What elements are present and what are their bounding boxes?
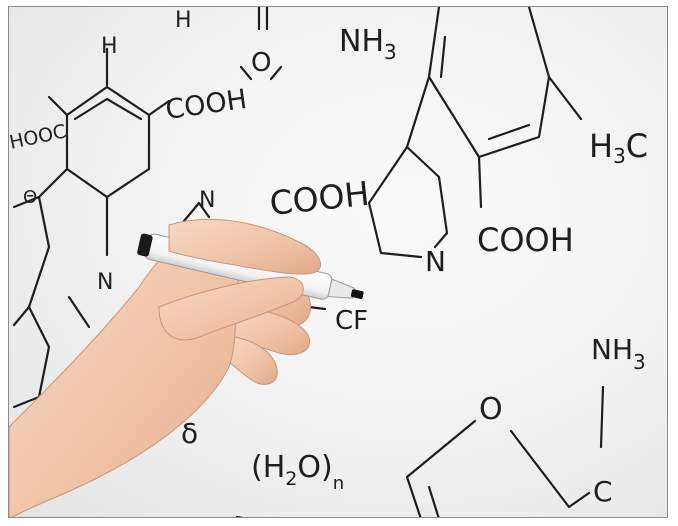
bond-line — [547, 75, 583, 121]
bond-line — [477, 155, 483, 209]
bond-line — [599, 385, 605, 449]
atom-label-n: N — [425, 245, 446, 278]
ring-inner-bond — [73, 97, 143, 121]
atom-label-n: N — [97, 270, 113, 295]
bottom-molecule — [405, 419, 591, 517]
ring-bond — [367, 145, 423, 259]
ring-inner-bond — [487, 123, 531, 141]
marker-tip-cone — [327, 278, 356, 299]
marker-cap — [137, 233, 153, 257]
finger — [222, 336, 278, 385]
bond-line — [239, 65, 253, 81]
atom-label-o: O — [251, 48, 271, 78]
atom-label-c: C — [593, 475, 613, 508]
bond-line — [12, 195, 41, 209]
left-molecule — [12, 47, 211, 409]
ring-bond — [405, 145, 449, 249]
atom-label-h: H — [101, 34, 118, 59]
bond-line — [405, 75, 431, 149]
group-label-cooh: COOH — [477, 221, 574, 259]
right-molecule — [367, 7, 583, 259]
bond-line — [269, 65, 283, 81]
ring-bond — [405, 419, 477, 517]
ring-inner-bond — [439, 35, 447, 79]
group-label-h3c: H3C — [589, 127, 648, 168]
group-label-cooh: COOH — [164, 84, 249, 126]
group-label-cf: CF — [335, 306, 368, 336]
bond-line — [67, 295, 91, 329]
group-label-nh3: NH3 — [591, 333, 646, 374]
whiteboard-photo: H HOOC Θ COOH H N N O NH3 H3C N COOH COO… — [8, 6, 668, 518]
atom-label-o: O — [479, 392, 503, 427]
group-label-cooh: COOH — [268, 174, 371, 223]
group-label-hooc: HOOC — [9, 120, 68, 153]
formula-label-h2o: (H2O)n — [251, 450, 344, 494]
bond-line — [427, 485, 440, 517]
bond-line — [47, 95, 69, 117]
bond-line — [177, 201, 211, 229]
atom-label-h: H — [175, 8, 192, 33]
atom-label-n: N — [199, 188, 215, 213]
thumb — [158, 276, 304, 341]
group-label-nh3: NH3 — [339, 24, 397, 64]
whiteboard-drawing: H HOOC Θ COOH H N N O NH3 H3C N COOH COO… — [9, 7, 648, 517]
symbol-label-delta: δ — [181, 417, 198, 450]
ring-bond — [427, 7, 551, 159]
hand-with-marker — [9, 218, 364, 517]
ring-bond — [65, 85, 151, 199]
bond-line — [12, 305, 51, 409]
bond-line — [235, 515, 244, 517]
bond-line — [12, 167, 69, 327]
bond-line — [307, 305, 327, 311]
marker-nib — [350, 289, 364, 299]
charge-label-theta: Θ — [23, 187, 37, 208]
carbonyl-group — [239, 7, 283, 81]
ring-bond — [509, 429, 591, 509]
index-finger — [168, 218, 322, 275]
bond-line — [147, 99, 171, 117]
